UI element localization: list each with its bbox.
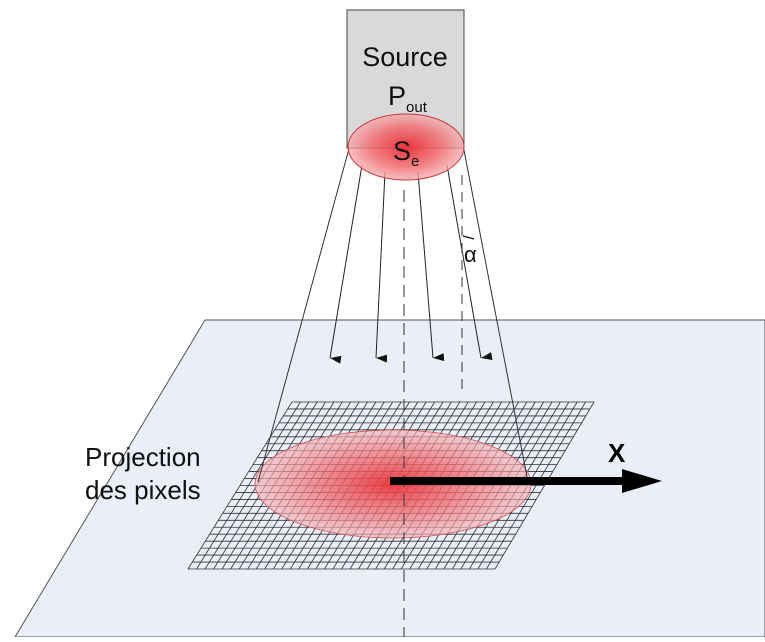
ray-arrow-2: [375, 171, 388, 363]
source-label: Source: [362, 42, 448, 72]
ray-arrow-4: [446, 164, 493, 361]
angle-alpha-label: α: [464, 242, 477, 267]
projection-label-line2: des pixels: [85, 475, 201, 505]
angle-alpha-mark: [462, 235, 475, 240]
emitter-label: Se: [393, 136, 419, 170]
ray-arrow-1: [329, 164, 363, 364]
ray-arrow-3: [417, 171, 445, 362]
cone-edge-right: [462, 144, 529, 483]
emitter-surface: [347, 113, 465, 181]
x-axis-arrowhead: [622, 469, 662, 493]
projection-label-line1: Projection: [85, 442, 201, 472]
cone-edge-left: [257, 144, 351, 483]
x-axis-label: X: [608, 438, 626, 468]
power-label: Pout: [388, 81, 428, 116]
